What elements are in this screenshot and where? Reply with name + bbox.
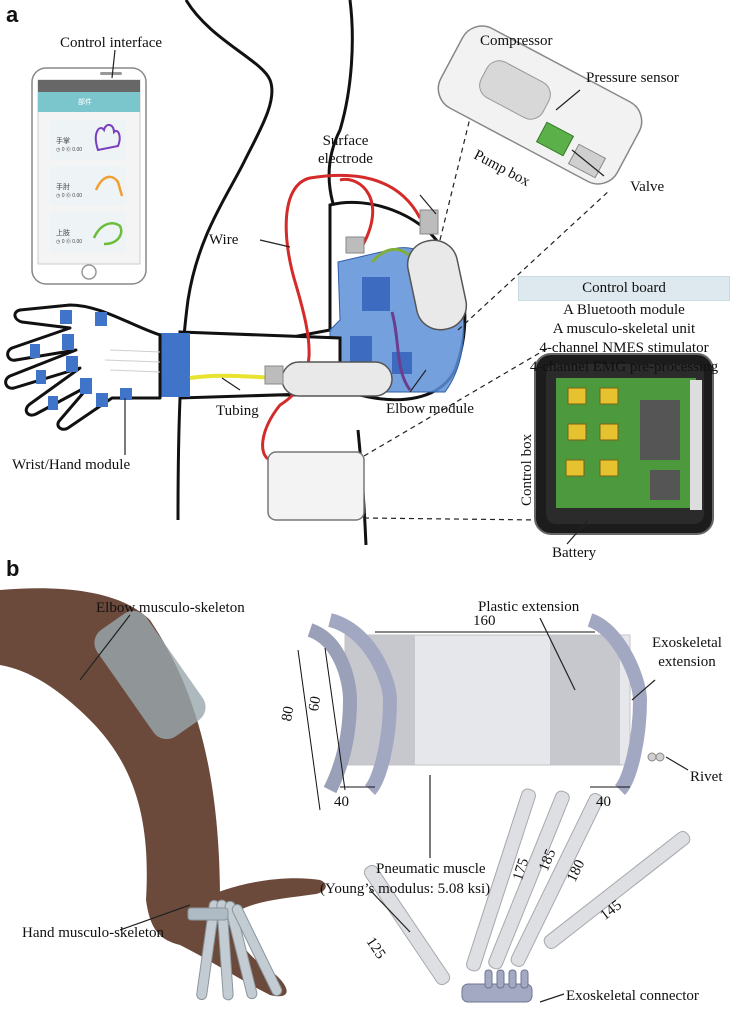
control-box xyxy=(534,353,714,535)
control-board-item: A musculo-skeletal unit xyxy=(552,321,696,337)
label-rivet: Rivet xyxy=(690,769,723,785)
phone-header-title: 部件 xyxy=(78,99,92,106)
dim-inner-height: 60 xyxy=(306,695,325,713)
phone-card-2-meta: ◷ 0 ⓪ 0.00 xyxy=(56,193,83,199)
phone-card-2-name: 手肘 xyxy=(56,184,70,191)
phone-card-3-meta: ◷ 0 ⓪ 0.00 xyxy=(56,239,83,245)
leader-lines-a xyxy=(363,117,611,521)
label-elbow-module: Elbow module xyxy=(386,401,474,417)
label-wire: Wire xyxy=(209,232,239,248)
pneumatic-tubes xyxy=(363,788,691,986)
label-compressor: Compressor xyxy=(480,33,553,49)
pointer-lines-a xyxy=(111,49,605,545)
label-exoskeletal-extension: Exoskeletal extension xyxy=(652,635,722,670)
label-pressure-sensor: Pressure sensor xyxy=(586,70,679,86)
panel-b-letter: b xyxy=(6,556,20,581)
control-board-title: Control board xyxy=(518,276,730,301)
label-surface-electrode: Surface electrode xyxy=(318,133,373,167)
dim-length: 160 xyxy=(473,613,496,629)
label-plastic-extension: Plastic extension xyxy=(478,599,580,615)
label-control-box: Control box xyxy=(519,433,535,506)
label-battery: Battery xyxy=(552,545,597,561)
label-wrist-hand-module: Wrist/Hand module xyxy=(12,457,131,473)
dim-outer-height: 80 xyxy=(279,705,298,723)
control-board-box: Control board A Bluetooth module A muscu… xyxy=(518,276,730,377)
dim-width-left: 40 xyxy=(334,794,349,810)
hand-glove xyxy=(4,303,162,431)
wire xyxy=(261,174,422,462)
battery-box xyxy=(267,451,365,521)
panel-a-letter: a xyxy=(6,2,19,27)
label-hand-musculo-skeleton: Hand musculo-skeleton xyxy=(22,925,165,941)
label-elbow-musculo-skeleton: Elbow musculo-skeleton xyxy=(96,600,245,616)
label-youngs-modulus: (Young’s modulus: 5.08 ksi) xyxy=(320,881,491,897)
pneumatic-muscle-cylinder xyxy=(307,613,665,795)
phone-card-1-name: 手掌 xyxy=(56,138,70,145)
phone-card-3-name: 上肢 xyxy=(56,230,70,237)
phone xyxy=(31,67,147,285)
hand-tubes-3d xyxy=(187,899,283,1001)
pump-cylinder-upper xyxy=(406,209,468,331)
label-control-interface: Control interface xyxy=(60,35,163,51)
exoskeletal-connector-part xyxy=(461,969,533,1003)
control-board-item: A Bluetooth module xyxy=(563,302,685,318)
dimension-lines xyxy=(297,631,630,811)
label-tubing: Tubing xyxy=(216,403,259,419)
pump-cylinder-lower xyxy=(264,361,393,397)
phone-card-1-meta: ◷ 0 ⓪ 0.00 xyxy=(56,147,83,153)
label-exoskeletal-connector: Exoskeletal connector xyxy=(566,988,699,1004)
label-pneumatic-muscle: Pneumatic muscle xyxy=(376,861,486,877)
control-board-item: 4-channel NMES stimulator xyxy=(539,340,709,356)
pointer-lines-b xyxy=(79,614,689,1003)
control-board-item: 4-channel EMG pre-processing xyxy=(529,359,719,375)
dim-width-right: 40 xyxy=(596,794,611,810)
label-valve: Valve xyxy=(630,179,665,195)
